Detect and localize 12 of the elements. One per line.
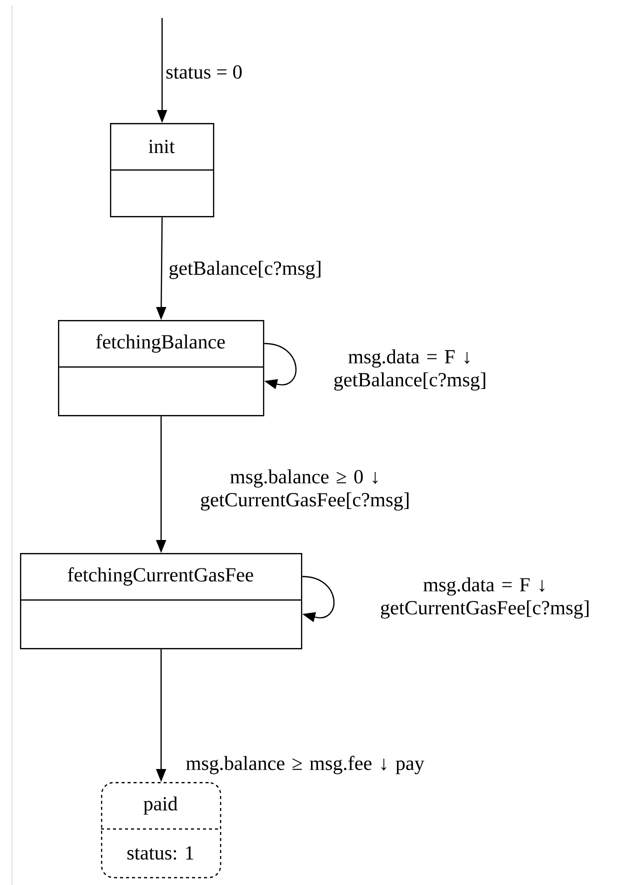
edge-label: status = 0 [166,65,242,79]
arrow [264,342,296,390]
state-box: fetchingBalance [58,320,264,416]
edge-label: getBalance[c?msg] [169,260,320,280]
edge-label: msg.balance ≥ msg.fee ↓ pay [186,756,424,774]
state-box: init [110,123,214,218]
edge-label: msg.data = F ↓ getBalance[c?msg] [334,349,486,391]
arrow [302,576,334,622]
edge-label: msg.balance ≥ 0 ↓ getCurrentGasFee[c?msg] [200,469,408,511]
edge-label: msg.data = F ↓ getCurrentGasFee[c?msg] [380,577,588,619]
state-box: fetchingCurrentGasFee [20,553,302,650]
state-box: paid status: 1 [101,782,222,878]
